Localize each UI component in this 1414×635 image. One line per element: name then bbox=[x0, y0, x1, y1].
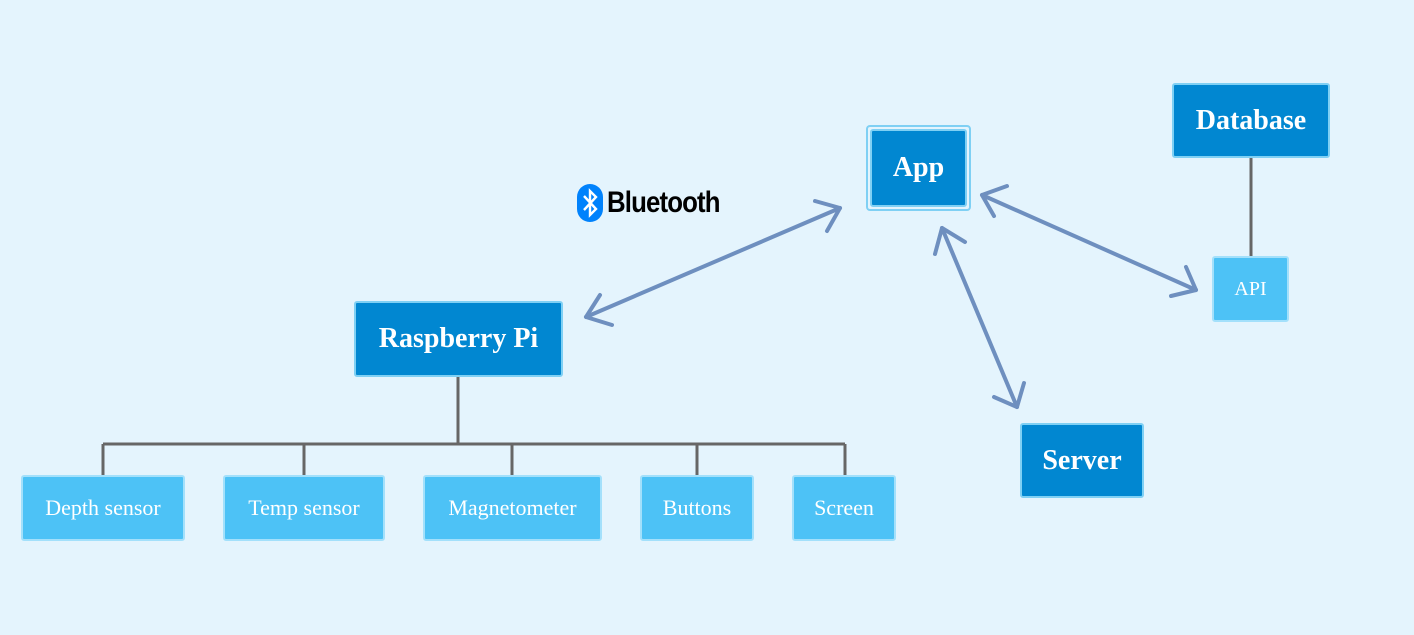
depth-sensor-node[interactable]: Depth sensor bbox=[21, 475, 185, 541]
buttons-node[interactable]: Buttons bbox=[640, 475, 754, 541]
depth-sensor-node-label: Depth sensor bbox=[45, 495, 161, 520]
app-node-label: App bbox=[892, 152, 945, 183]
api-node[interactable]: API bbox=[1212, 256, 1289, 322]
temp-sensor-node-label: Temp sensor bbox=[248, 495, 360, 520]
database-node-label: Database bbox=[1195, 104, 1307, 136]
magnetometer-node-label: Magnetometer bbox=[448, 495, 577, 520]
api-node-label: API bbox=[1234, 277, 1267, 300]
component-tree-lines bbox=[101, 158, 1253, 476]
bluetooth-logo: Bluetooth bbox=[577, 184, 738, 222]
arrow-raspberry-pi-app bbox=[584, 199, 842, 327]
arrow-app-api bbox=[980, 184, 1198, 298]
bluetooth-label: Bluetooth bbox=[607, 186, 720, 219]
raspberry-pi-node[interactable]: Raspberry Pi bbox=[354, 301, 563, 377]
raspberry-pi-node-label: Raspberry Pi bbox=[378, 323, 539, 354]
bluetooth-icon bbox=[577, 184, 603, 222]
database-node[interactable]: Database bbox=[1172, 83, 1330, 158]
temp-sensor-node[interactable]: Temp sensor bbox=[223, 475, 385, 541]
app-node[interactable]: App bbox=[870, 129, 967, 207]
arrow-app-server bbox=[933, 226, 1026, 409]
server-node-label: Server bbox=[1042, 444, 1122, 476]
screen-node-label: Screen bbox=[814, 495, 874, 520]
server-node[interactable]: Server bbox=[1020, 423, 1144, 498]
screen-node[interactable]: Screen bbox=[792, 475, 896, 541]
magnetometer-node[interactable]: Magnetometer bbox=[423, 475, 602, 541]
buttons-node-label: Buttons bbox=[662, 495, 732, 520]
